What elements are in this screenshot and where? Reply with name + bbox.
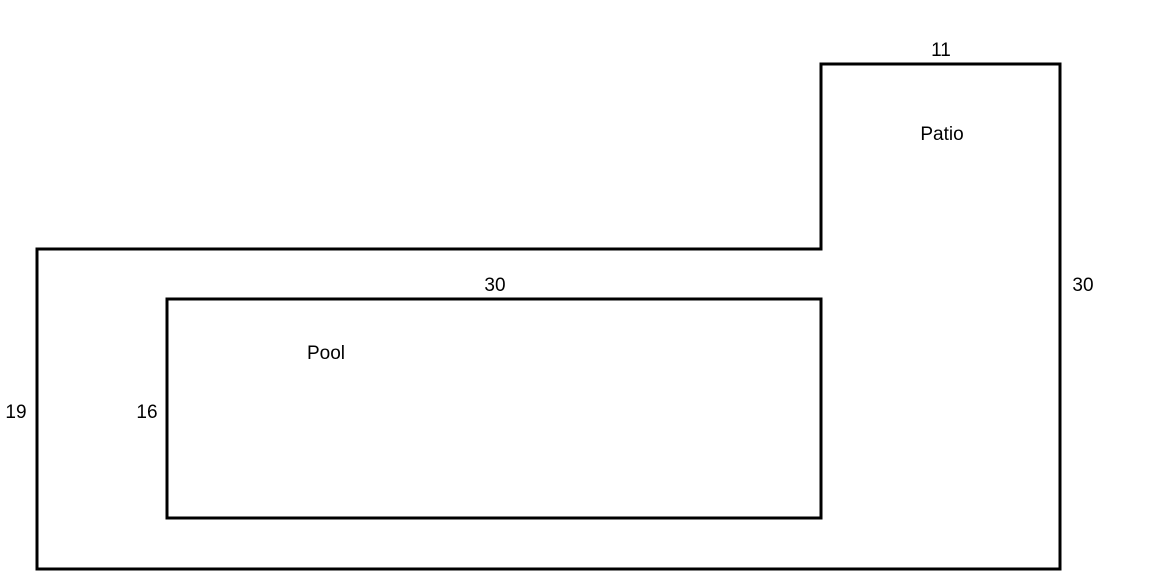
pool-top-dimension: 30 xyxy=(484,275,505,296)
patio-top-dimension: 11 xyxy=(931,40,951,61)
patio-outline xyxy=(35,62,1062,571)
pool-label: Pool xyxy=(307,343,345,364)
patio-left-dimension: 19 xyxy=(5,402,26,423)
pool-left-dimension: 16 xyxy=(136,402,157,423)
pool-outline xyxy=(165,297,823,520)
patio-right-dimension: 30 xyxy=(1072,275,1093,296)
patio-label: Patio xyxy=(920,124,963,145)
